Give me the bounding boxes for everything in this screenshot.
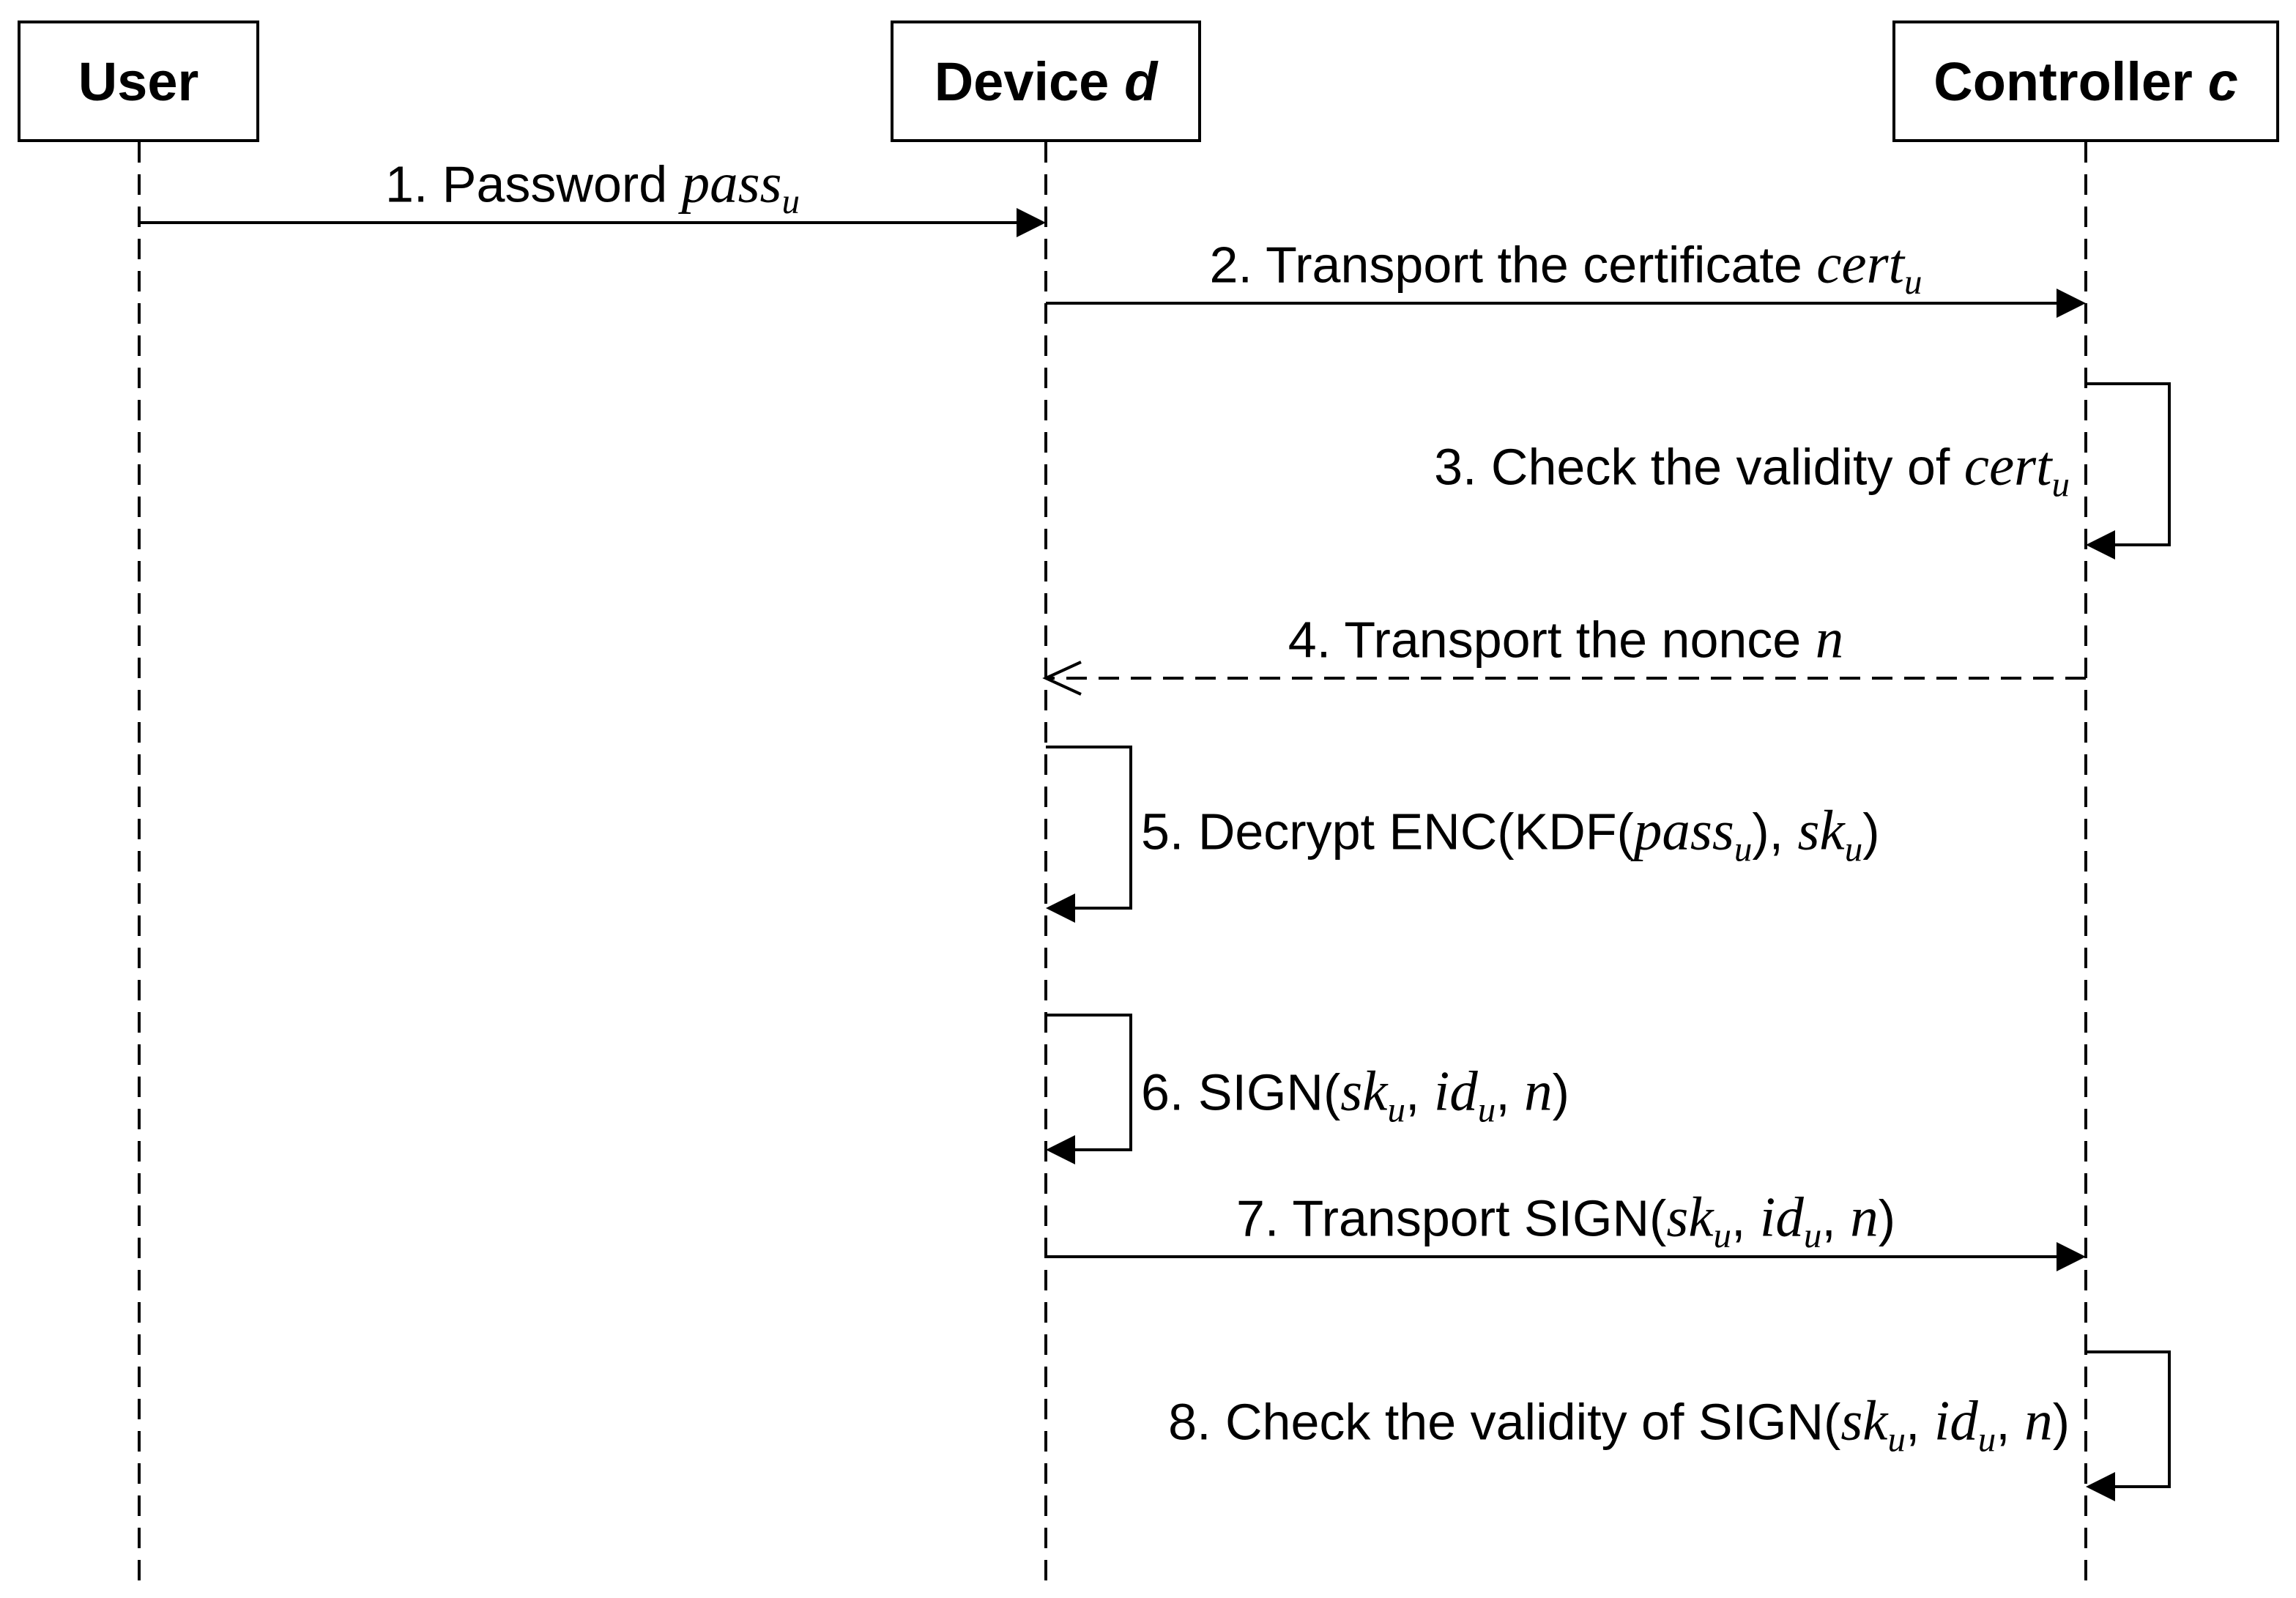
math-subscript: u [1844,828,1863,869]
label-text: 7. Transport SIGN( [1236,1189,1667,1247]
math-variable: pass [1633,798,1734,862]
message-2-label: 2. Transport the certificate certu [1209,231,1922,300]
label-text: , [1496,1063,1525,1121]
math-variable: sk [1840,1389,1888,1452]
math-subscript: u [1734,828,1753,869]
label-text: ) [1878,1189,1896,1247]
label-text: 1. Password [384,155,682,213]
math-variable: id [1759,1185,1804,1249]
math-variable: n [1524,1059,1553,1123]
label-text: , [1731,1189,1760,1247]
message-1-arrowhead [1017,208,1046,237]
math-variable: sk [1340,1059,1388,1123]
message-6-label: 6. SIGN(sku, idu, n) [1141,1059,1569,1128]
label-text: 8. Check the validity of SIGN( [1168,1393,1841,1451]
message-1-label: 1. Password passu [384,150,800,219]
message-4-arrowhead [1042,661,1082,696]
message-5-self-loop [1046,746,1132,910]
math-variable: n [1850,1185,1879,1249]
math-subscript: u [1903,261,1922,302]
participant-controller: Controller c [1892,21,2279,142]
message-6-self-loop [1046,1014,1132,1151]
message-3-label: 3. Check the validity of certu [1434,434,2070,502]
message-5-label: 5. Decrypt ENC(KDF(passu), sku) [1141,798,1880,867]
label-text: ), [1752,803,1798,861]
label-text: 3. Check the validity of [1434,438,1964,496]
math-subscript: u [2051,464,2070,505]
message-7-arrowhead [2057,1242,2086,1271]
message-5-arrowhead [1046,893,1075,923]
label-text: , [1905,1393,1934,1451]
label-text: 6. SIGN( [1141,1063,1341,1121]
participant-name: User [78,51,199,112]
math-subscript: u [1713,1215,1732,1256]
label-text: ) [1552,1063,1569,1121]
message-4-label: 4. Transport the nonce n [1288,606,1843,671]
math-variable: cert [1964,434,2052,497]
message-8-label: 8. Check the validity of SIGN(sku, idu, … [1168,1389,2070,1457]
participant-device: Device d [891,21,1201,142]
participant-variable: c [2207,51,2238,112]
math-subscript: u [1977,1419,1996,1460]
label-text: 4. Transport the nonce [1288,611,1816,669]
message-6-arrowhead [1046,1135,1075,1164]
math-variable: pass [681,151,782,215]
math-variable: sk [1797,798,1845,862]
message-3-self-loop [2086,382,2171,546]
label-text: ) [1862,803,1880,861]
math-variable: id [1433,1059,1478,1123]
participant-user: User [18,21,259,142]
message-8-arrowhead [2086,1472,2115,1501]
message-8-self-loop [2086,1350,2171,1488]
math-variable: n [1815,606,1844,670]
label-text: 2. Transport the certificate [1209,236,1817,294]
message-2-arrowhead [2057,289,2086,318]
math-variable: cert [1816,231,1904,295]
message-3-arrowhead [2086,530,2115,560]
math-variable: sk [1666,1185,1714,1249]
math-variable: n [2024,1389,2053,1452]
math-subscript: u [1477,1089,1496,1130]
participant-name: Controller [1933,51,2193,112]
math-subscript: u [781,181,800,222]
participant-name: Device [934,51,1110,112]
label-text: ) [2052,1393,2070,1451]
math-subscript: u [1387,1089,1405,1130]
participant-variable: d [1124,51,1158,112]
math-subscript: u [1803,1215,1822,1256]
math-variable: id [1933,1389,1978,1452]
label-text: , [1996,1393,2025,1451]
math-subscript: u [1887,1419,1906,1460]
message-7-label: 7. Transport SIGN(sku, idu, n) [1236,1184,1896,1253]
label-text: , [1405,1063,1434,1121]
label-text: , [1821,1189,1851,1247]
label-text: 5. Decrypt ENC(KDF( [1141,803,1634,861]
